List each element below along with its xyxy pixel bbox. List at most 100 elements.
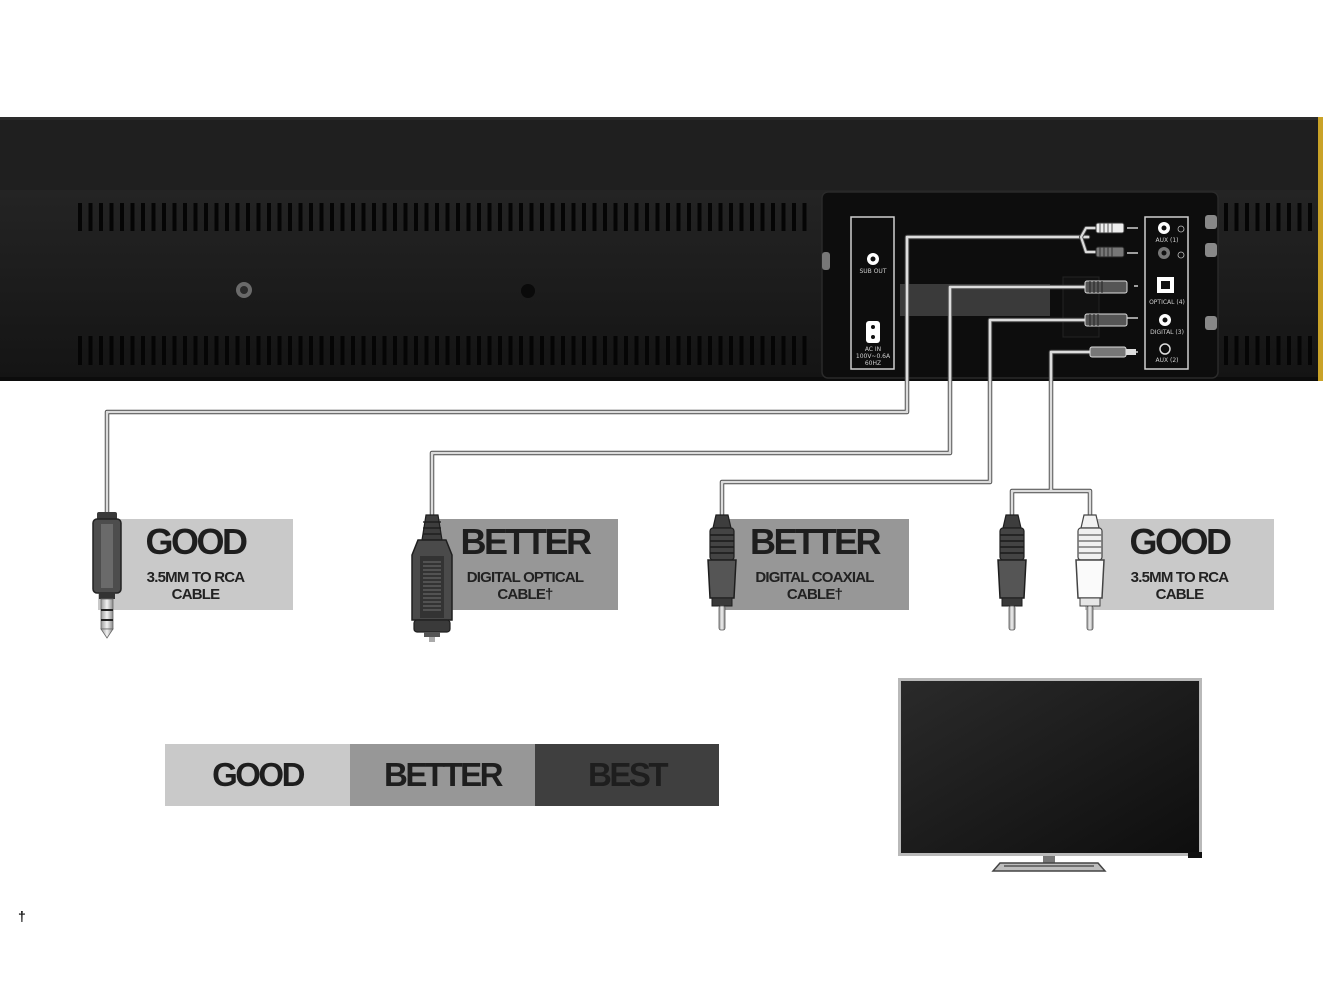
card-cable-line1: DIGITAL COAXIAL bbox=[720, 569, 909, 586]
vent-slot bbox=[299, 203, 303, 231]
vent-slot bbox=[540, 203, 544, 231]
vent-slot bbox=[257, 203, 261, 231]
rca-red-plug-icon bbox=[998, 515, 1026, 630]
vent-slot bbox=[393, 336, 397, 365]
scale-label: GOOD bbox=[212, 756, 303, 794]
vent-slot bbox=[593, 336, 597, 365]
vent-slot bbox=[120, 203, 124, 231]
vent-slot bbox=[278, 203, 282, 231]
vent-slot bbox=[624, 203, 628, 231]
vent-slot bbox=[572, 203, 576, 231]
vent-slot bbox=[582, 203, 586, 231]
card-rating: GOOD bbox=[1085, 524, 1274, 560]
vent-slot bbox=[141, 203, 145, 231]
vent-slot bbox=[677, 336, 681, 365]
vent-slot bbox=[792, 336, 796, 365]
vent-slot bbox=[477, 336, 481, 365]
vent-slot bbox=[698, 203, 702, 231]
vent-slot bbox=[246, 336, 250, 365]
scale-better: BETTER bbox=[350, 744, 535, 806]
vent-slot bbox=[782, 203, 786, 231]
vent-slot bbox=[246, 203, 250, 231]
vent-slot bbox=[603, 203, 607, 231]
vent-slot bbox=[1245, 336, 1249, 365]
vent-slot bbox=[383, 203, 387, 231]
vent-slot bbox=[761, 203, 765, 231]
vent-slot bbox=[1266, 336, 1270, 365]
vent-slot bbox=[635, 336, 639, 365]
vent-slot bbox=[1308, 203, 1312, 231]
vent-slot bbox=[152, 336, 156, 365]
vent-slot bbox=[330, 203, 334, 231]
vent-slot bbox=[1287, 203, 1291, 231]
vent-slot bbox=[267, 336, 271, 365]
vent-slot bbox=[194, 336, 198, 365]
vent-slot bbox=[708, 336, 712, 365]
vent-slot bbox=[614, 336, 618, 365]
vent-slot bbox=[1256, 203, 1260, 231]
vent-slot bbox=[666, 336, 670, 365]
vent-slot bbox=[519, 203, 523, 231]
vent-slot bbox=[162, 336, 166, 365]
vent-slot bbox=[750, 203, 754, 231]
vent-slot bbox=[803, 203, 807, 231]
vent-slot bbox=[341, 203, 345, 231]
vent-slot bbox=[414, 336, 418, 365]
vent-slot bbox=[477, 203, 481, 231]
vent-slot bbox=[351, 203, 355, 231]
vent-slot bbox=[446, 203, 450, 231]
vent-slot bbox=[320, 336, 324, 365]
vent-slot bbox=[498, 203, 502, 231]
vent-slot bbox=[341, 336, 345, 365]
vent-slot bbox=[509, 203, 513, 231]
vent-slot bbox=[551, 336, 555, 365]
vent-slot bbox=[614, 203, 618, 231]
vent-slot bbox=[1277, 203, 1281, 231]
vent-slot bbox=[141, 336, 145, 365]
card-optical: BETTER DIGITAL OPTICAL CABLE† bbox=[432, 524, 618, 603]
vent-slot bbox=[320, 203, 324, 231]
vent-slot bbox=[131, 203, 135, 231]
vent-slot bbox=[225, 203, 229, 231]
port-label-ac-in: AC IN 100V~0.6A 60Hz bbox=[853, 346, 893, 367]
vent-slot bbox=[771, 203, 775, 231]
port-label-digital: DIGITAL (3) bbox=[1145, 329, 1189, 336]
vent-slot bbox=[530, 203, 534, 231]
card-rating: GOOD bbox=[98, 524, 293, 560]
vent-slot bbox=[309, 336, 313, 365]
vent-slot bbox=[761, 336, 765, 365]
vent-slot bbox=[435, 203, 439, 231]
card-cable-line2: CABLE bbox=[1085, 586, 1274, 603]
vent-slot bbox=[131, 336, 135, 365]
vent-slot bbox=[120, 336, 124, 365]
card-aux-left: GOOD 3.5MM TO RCA CABLE bbox=[98, 524, 293, 603]
vent-slot bbox=[740, 336, 744, 365]
vent-slot bbox=[78, 203, 82, 231]
vent-slot bbox=[225, 336, 229, 365]
vent-slot bbox=[1224, 203, 1228, 231]
vent-slot bbox=[183, 203, 187, 231]
port-label-optical: OPTICAL (4) bbox=[1145, 299, 1189, 306]
ac-in-port[interactable] bbox=[866, 321, 880, 343]
vent-slot bbox=[551, 203, 555, 231]
vent-slot bbox=[698, 336, 702, 365]
vent-slot bbox=[687, 336, 691, 365]
vent-slot bbox=[593, 203, 597, 231]
vent-slot bbox=[488, 336, 492, 365]
scale-label: BEST bbox=[588, 756, 666, 794]
card-coaxial: BETTER DIGITAL COAXIAL CABLE† bbox=[720, 524, 909, 603]
vent-slot bbox=[729, 336, 733, 365]
vent-slot bbox=[456, 203, 460, 231]
vent-slot bbox=[204, 336, 208, 365]
vent-slot bbox=[467, 336, 471, 365]
vent-slot bbox=[362, 203, 366, 231]
vent-slot bbox=[425, 203, 429, 231]
scale-good: GOOD bbox=[165, 744, 350, 806]
vent-slot bbox=[750, 336, 754, 365]
vent-slot bbox=[89, 336, 93, 365]
vent-slot bbox=[708, 203, 712, 231]
footnote-dagger: † bbox=[18, 908, 26, 924]
vent-slot bbox=[372, 203, 376, 231]
vent-slot bbox=[488, 203, 492, 231]
